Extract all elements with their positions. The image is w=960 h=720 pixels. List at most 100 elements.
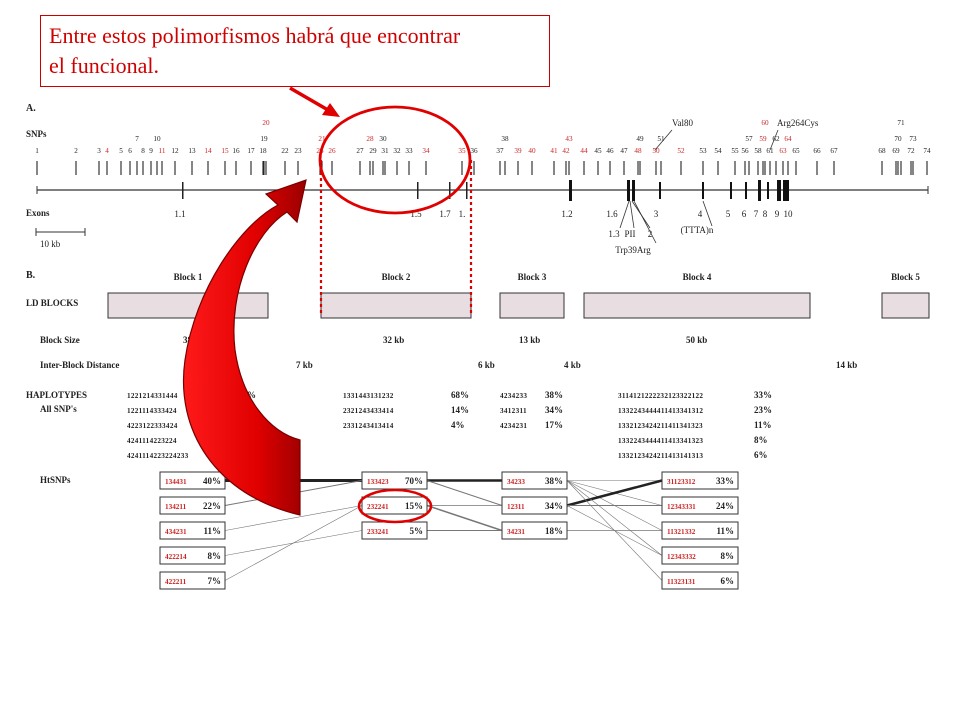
exon-label: PII <box>625 229 636 239</box>
exon-connector-lines <box>619 129 779 244</box>
snp-number: 22 <box>281 147 289 155</box>
htsnp-sequence: 11323131 <box>667 578 696 586</box>
inter-block-distance: 14 kb <box>836 360 857 370</box>
snp-number: 27 <box>356 147 364 155</box>
snp-number: 57 <box>745 135 753 143</box>
block-size-label: Block Size <box>40 335 80 345</box>
snp-number: 9 <box>149 147 153 155</box>
snp-number: 63 <box>779 147 787 155</box>
exon-label: 1.2 <box>561 209 572 219</box>
snp-number: 62 <box>772 135 780 143</box>
block-size: 13 kb <box>519 335 540 345</box>
exon-label: 6 <box>742 209 747 219</box>
htsnp-connector <box>224 505 363 581</box>
snp-number: 4 <box>105 147 109 155</box>
exon-label: 1.1 <box>174 209 185 219</box>
htsnp-sequence: 12343331 <box>667 503 696 511</box>
snp-number: 32 <box>393 147 401 155</box>
haplotype-frequency: 33% <box>754 390 772 400</box>
haplotype-row: 2321243433414 <box>343 407 394 415</box>
htsnp-box <box>159 471 226 490</box>
snp-number: 42 <box>562 147 570 155</box>
haplotype-frequency: 11% <box>754 420 772 430</box>
htsnp-box <box>661 471 739 490</box>
snp-number: 46 <box>606 147 614 155</box>
exon-label: 9 <box>775 209 780 219</box>
snp-number: 56 <box>741 147 749 155</box>
inter-block-distance: 7 kb <box>296 360 313 370</box>
snp-number: 5 <box>119 147 123 155</box>
snp-number: 60 <box>761 119 769 127</box>
snp-number: 10 <box>153 135 161 143</box>
snp-number: 33 <box>405 147 413 155</box>
snp-number: 26 <box>328 147 336 155</box>
htsnp-connector <box>566 480 663 556</box>
snp-number: 59 <box>759 135 767 143</box>
htsnp-box <box>361 496 428 515</box>
snp-number: 74 <box>923 147 931 155</box>
htsnp-box <box>661 496 739 515</box>
snp-number: 48 <box>634 147 642 155</box>
htsnp-connector <box>426 504 503 532</box>
haplotype-frequency: 14% <box>451 405 469 415</box>
snp-number: 11 <box>159 147 166 155</box>
inter-block-distance: 4 kb <box>564 360 581 370</box>
snp-number: 19 <box>260 135 268 143</box>
snp-number: 2 <box>74 147 78 155</box>
curved-red-arrow <box>182 179 307 516</box>
haplotype-row: 4223122333424 <box>127 422 178 430</box>
htsnp-frequency: 15% <box>405 501 423 511</box>
snp-number: 49 <box>636 135 644 143</box>
snp-number: 50 <box>652 147 660 155</box>
haplotype-row: 4234233 <box>500 392 527 400</box>
snp-number: 51 <box>657 135 665 143</box>
haplotype-row: 4241114223224 <box>127 437 177 445</box>
htsnp-sequence: 31123312 <box>667 478 696 486</box>
snp-region-circle <box>318 105 472 215</box>
haplotype-frequency: 6% <box>754 450 768 460</box>
exon-label: 7 <box>754 209 759 219</box>
htsnp-connector <box>426 480 503 506</box>
functional-haplotype-circle <box>357 488 433 524</box>
htsnp-sequence: 34233 <box>507 478 525 486</box>
haplotype-row: 1221114333424 <box>127 407 177 415</box>
snp-number: 37 <box>496 147 504 155</box>
block-name: Block 3 <box>518 272 547 282</box>
block-name: Block 5 <box>891 272 920 282</box>
htsnp-sequence: 422214 <box>165 553 187 561</box>
haplotype-frequency: 4% <box>451 420 465 430</box>
snp-number: 34 <box>422 147 430 155</box>
haplotype-row: 2331243413414 <box>343 422 394 430</box>
exon-label: 10 <box>784 209 794 219</box>
htsnp-sequence: 434231 <box>165 528 187 536</box>
variant-label: Arg264Cys <box>777 118 819 128</box>
exon-label: 5 <box>726 209 731 219</box>
snp-number: 54 <box>714 147 722 155</box>
haplotype-row: 4234231 <box>500 422 527 430</box>
htsnp-frequency: 24% <box>716 501 734 511</box>
exon-label: 1.7 <box>439 209 451 219</box>
snp-number: 73 <box>909 135 917 143</box>
snp-number: 68 <box>878 147 886 155</box>
snp-number: 64 <box>784 135 792 143</box>
exon-label: 1.6 <box>606 209 618 219</box>
ld-blocks-label: LD BLOCKS <box>26 298 78 308</box>
snp-number: 43 <box>565 135 573 143</box>
callout-line-1: Entre estos polimorfismos habrá que enco… <box>49 23 461 48</box>
snp-number: 72 <box>907 147 915 155</box>
snp-number: 14 <box>204 147 212 155</box>
haplotype-row: 1221214331444 <box>127 392 178 400</box>
htsnp-connector <box>565 479 664 507</box>
ld-block <box>499 292 565 319</box>
snp-number: 58 <box>754 147 762 155</box>
block-name: Block 2 <box>382 272 411 282</box>
htsnp-sequence: 233241 <box>367 528 389 536</box>
htsnp-frequency: 70% <box>405 476 423 486</box>
exon-label: (TTTA)n <box>681 225 714 235</box>
exon-label: 1.3 <box>608 229 620 239</box>
snp-number: 52 <box>677 147 685 155</box>
htsnp-frequency: 7% <box>208 576 222 586</box>
